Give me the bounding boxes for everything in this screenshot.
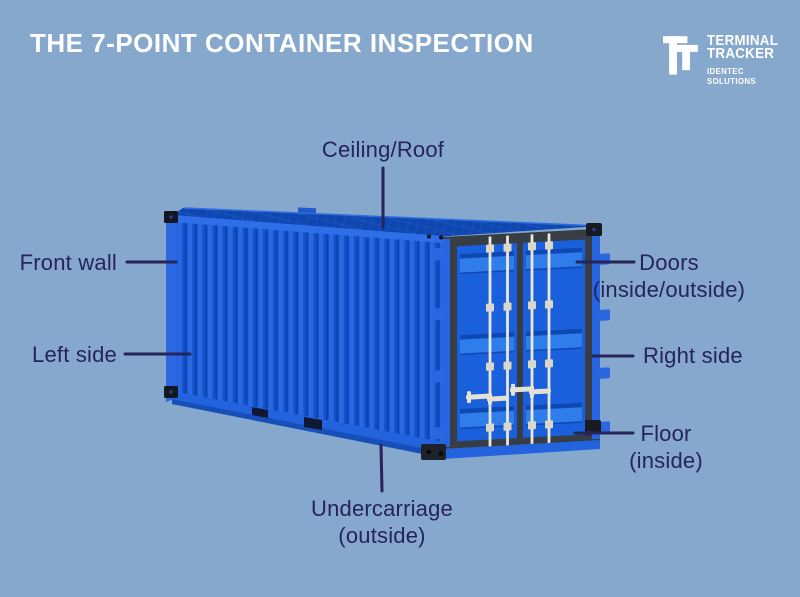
hinge-tabs-left	[433, 247, 446, 440]
label-undercarriage: Undercarriage (outside)	[262, 495, 502, 549]
terminal-tracker-logo-icon	[663, 36, 698, 75]
left-side-face	[172, 215, 443, 449]
label-ceiling-roof: Ceiling/Roof	[283, 136, 483, 163]
leader-floor-dot	[586, 430, 592, 436]
label-left-side: Left side	[7, 341, 117, 368]
label-text: (inside)	[629, 448, 703, 473]
label-text: Front wall	[19, 250, 117, 275]
casting-hole	[426, 449, 432, 455]
front-corner-post	[166, 214, 177, 402]
label-text: Floor	[640, 421, 692, 446]
label-front-wall: Front wall	[7, 249, 117, 276]
brand-subtitle: IDENTEC SOLUTIONS	[706, 66, 756, 86]
door-panel	[460, 251, 514, 275]
roof-far-edge	[183, 207, 601, 227]
lock-rod	[487, 235, 512, 449]
door-panel	[526, 402, 582, 426]
leader-undercarriage	[379, 443, 384, 493]
label-doors: Doors (inside/outside)	[589, 249, 749, 303]
casting-hole	[438, 451, 444, 456]
brand-text: TERMINAL TRACKER IDENTEC SOLUTIONS	[706, 33, 793, 86]
lock-rod	[529, 233, 553, 447]
door-panel	[526, 247, 582, 271]
label-text: Undercarriage	[310, 496, 453, 521]
casting-hole	[169, 390, 173, 394]
door-bottom-rail	[443, 440, 600, 459]
casting-hole	[592, 227, 596, 232]
casting-hole	[439, 235, 443, 240]
door-panel	[460, 332, 514, 356]
leader-lines	[123, 166, 636, 493]
door-left-post	[443, 238, 450, 447]
brand-logo: TERMINAL TRACKER IDENTEC SOLUTIONS	[663, 33, 800, 86]
page-title: THE 7-POINT CONTAINER INSPECTION	[30, 28, 534, 58]
forklift-pocket-right	[304, 417, 322, 430]
door-panel	[460, 406, 514, 430]
label-text: Left side	[32, 342, 117, 367]
roof-face	[172, 207, 600, 237]
label-text: (outside)	[338, 523, 426, 548]
side-top-rail	[172, 215, 443, 243]
casting-hole	[169, 215, 173, 219]
door-panels	[460, 247, 582, 430]
label-text: Ceiling/Roof	[321, 137, 445, 162]
label-text: (inside/outside)	[592, 277, 746, 302]
door-face	[433, 228, 610, 450]
door-panel	[526, 328, 582, 352]
corner-casting-bottom-front	[421, 444, 446, 460]
forklift-pocket-left	[252, 407, 268, 418]
side-bottom-rail-shadow	[172, 399, 443, 458]
label-text: Doors	[639, 250, 699, 275]
lock-rods	[466, 233, 553, 450]
casting-hole	[427, 234, 431, 239]
door-right-post	[592, 230, 600, 440]
label-floor: Floor (inside)	[586, 420, 746, 474]
label-text: Right side	[643, 343, 743, 368]
brand-name-line1: TERMINAL	[706, 33, 779, 49]
label-right-side: Right side	[643, 342, 800, 369]
brand-name-line2: TRACKER	[706, 46, 775, 62]
